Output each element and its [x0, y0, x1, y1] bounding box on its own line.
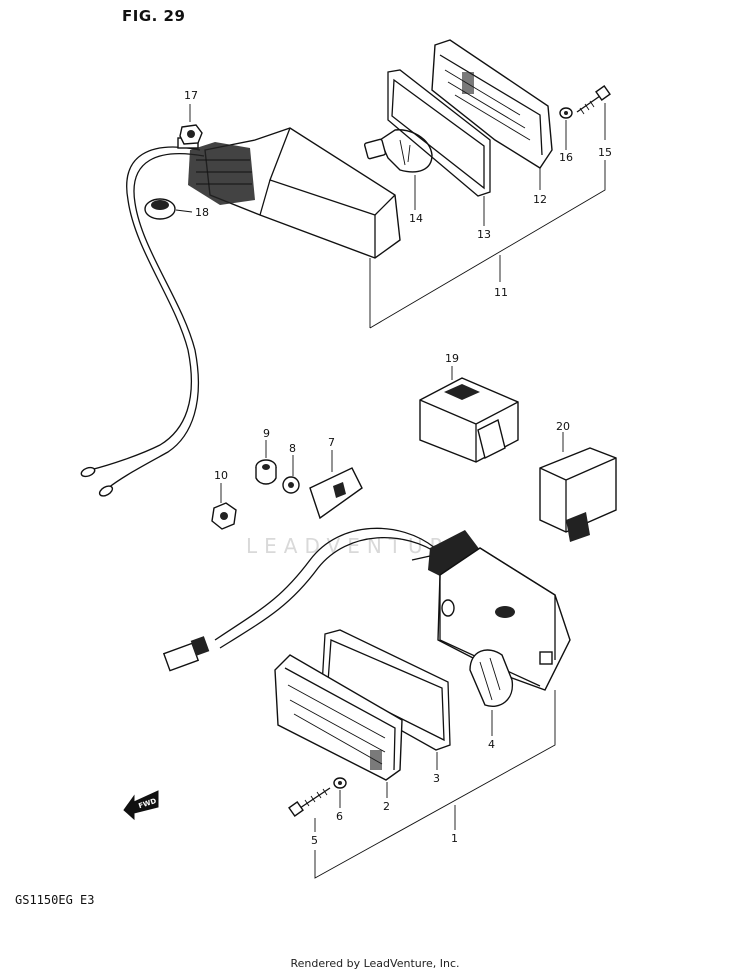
callout-20: 20 [556, 420, 570, 433]
gasket-13 [387, 69, 491, 197]
callout-18: 18 [195, 206, 209, 219]
figure-title: FIG. 29 [122, 7, 186, 25]
wire-harness-lower-2 [219, 536, 441, 649]
bracket-1 [314, 690, 556, 879]
connector-plug [162, 636, 210, 672]
nut-17 [179, 124, 203, 145]
cover-20 [539, 447, 617, 542]
watermark: LEADVENTURE [246, 534, 471, 558]
model-code: GS1150EG E3 [15, 893, 95, 907]
forward-arrow-icon: FWD [123, 790, 159, 821]
turn-signal-housing-rear [177, 127, 401, 259]
wire-terminal-a [80, 466, 114, 497]
relay-19 [419, 377, 519, 463]
washer-6 [333, 777, 347, 789]
grommet-18 [144, 198, 176, 220]
wire-harness-lower [214, 527, 436, 641]
callout-19: 19 [445, 352, 459, 365]
wire-harness-upper-2 [107, 153, 205, 489]
callout-15: 15 [598, 146, 612, 159]
callout-16: 16 [559, 151, 573, 164]
bracket-11 [369, 160, 606, 329]
plate-7 [309, 467, 363, 520]
callout-14: 14 [409, 212, 423, 225]
callout-6: 6 [336, 810, 343, 823]
collar-9 [255, 459, 277, 485]
screw-5 [288, 787, 331, 817]
lens-2 [274, 654, 403, 781]
callout-4: 4 [488, 738, 495, 751]
callout-7: 7 [328, 436, 335, 449]
leader-18 [175, 209, 193, 213]
callout-3: 3 [433, 772, 440, 785]
callout-2: 2 [383, 800, 390, 813]
washer-8 [282, 476, 300, 494]
wire-harness-upper [89, 146, 201, 471]
nut-10 [211, 502, 237, 530]
callout-11: 11 [494, 286, 508, 299]
bulb-4 [469, 649, 514, 707]
screw-15 [576, 85, 611, 115]
callout-8: 8 [289, 442, 296, 455]
callout-17: 17 [184, 89, 198, 102]
callout-5: 5 [311, 834, 318, 847]
callout-1: 1 [451, 832, 458, 845]
lens-12 [431, 39, 553, 169]
callout-12: 12 [533, 193, 547, 206]
callout-9: 9 [263, 427, 270, 440]
washer-16 [559, 107, 573, 119]
footer-credit: Rendered by LeadVenture, Inc. [290, 957, 460, 970]
turn-signal-housing-front [411, 530, 571, 691]
callout-10: 10 [214, 469, 228, 482]
bulb-14 [363, 129, 433, 173]
callout-13: 13 [477, 228, 491, 241]
